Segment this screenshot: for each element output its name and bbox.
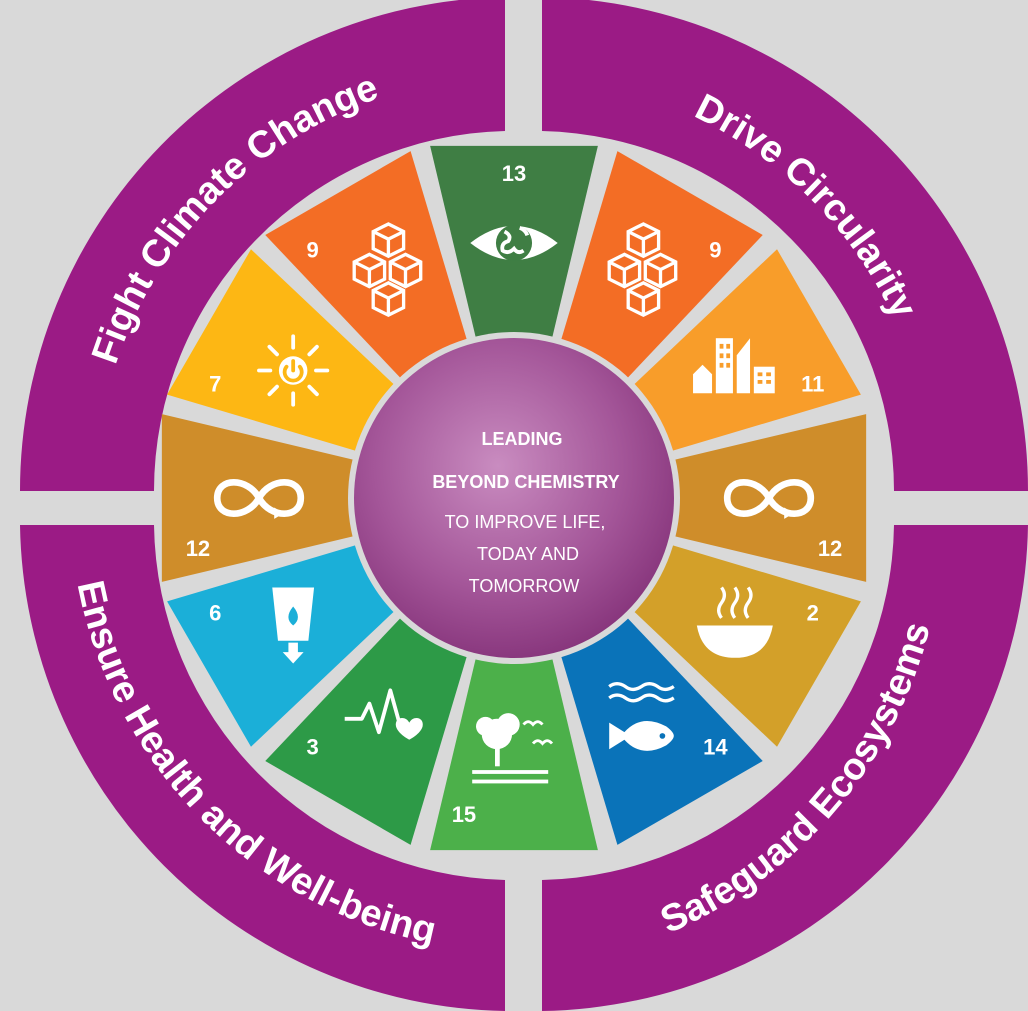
- sdg-segment-fill: [161, 414, 369, 582]
- sdg-segment-13[interactable]: 13: [430, 145, 598, 353]
- center-line-4: TODAY AND: [477, 544, 579, 564]
- center-text: LEADING BEYOND CHEMISTRY TO IMPROVE LIFE…: [432, 429, 619, 596]
- sdg-number-label: 3: [306, 735, 318, 760]
- water-icon: [272, 587, 315, 664]
- sdg-segment-fill: [430, 643, 598, 851]
- sdg-number-label: 13: [502, 161, 526, 186]
- sdg-segment-7[interactable]: 7: [167, 249, 406, 456]
- fish-icon: [608, 682, 675, 751]
- infinity-icon: [213, 479, 305, 519]
- cubes-icon: [352, 222, 423, 318]
- sdg-segment-9[interactable]: 9: [265, 151, 472, 390]
- sdg-segment-3[interactable]: 3: [265, 606, 472, 845]
- sdg-segment-12[interactable]: 12: [659, 414, 867, 582]
- city-icon: [693, 338, 775, 394]
- sun-power-icon: [257, 334, 330, 407]
- sdg-segment-12[interactable]: 12: [161, 414, 369, 582]
- sdg-segment-2[interactable]: 2: [622, 540, 861, 747]
- sdg-number-label: 12: [818, 536, 842, 561]
- ring-quadrant-bottom-right[interactable]: [542, 525, 1028, 1011]
- sdg-segments: 13 9 11 12 2 14 15 3 6 12 7 9: [161, 145, 867, 851]
- sdg-segment-fill: [167, 540, 406, 747]
- sdg-segment-fill: [659, 414, 867, 582]
- sdg-segment-6[interactable]: 6: [167, 540, 406, 747]
- sdg-number-label: 7: [209, 371, 221, 396]
- center-line-2: BEYOND CHEMISTRY: [432, 472, 619, 492]
- sdg-number-label: 15: [452, 802, 476, 827]
- cubes-icon: [607, 222, 678, 318]
- sdg-segment-fill: [265, 606, 472, 845]
- sdg-segment-11[interactable]: 11: [622, 249, 861, 456]
- ring-quadrant-top-right[interactable]: [542, 0, 1028, 491]
- sdg-segment-15[interactable]: 15: [430, 643, 598, 851]
- ring-quadrant-bottom-left[interactable]: [20, 525, 505, 1011]
- sdg-segment-fill: [167, 249, 406, 456]
- eye-earth-icon: [470, 224, 558, 262]
- sdg-segment-9[interactable]: 9: [556, 151, 763, 390]
- center-line-1: LEADING: [482, 429, 563, 449]
- center-line-3: TO IMPROVE LIFE,: [445, 512, 606, 532]
- sdg-segment-14[interactable]: 14: [556, 606, 763, 845]
- sdg-number-label: 14: [703, 735, 728, 760]
- sdg-number-label: 11: [801, 371, 824, 396]
- center-circle: [354, 338, 674, 658]
- heartbeat-icon: [344, 688, 423, 740]
- sdg-number-label: 9: [306, 237, 318, 262]
- infinity-icon: [723, 479, 815, 519]
- sdg-number-label: 12: [186, 536, 210, 561]
- tree-icon: [472, 713, 554, 784]
- sdg-number-label: 9: [709, 237, 721, 262]
- bowl-icon: [696, 586, 773, 658]
- sdg-number-label: 6: [209, 601, 221, 626]
- ring-quadrant-top-left[interactable]: [20, 0, 505, 491]
- sdg-number-label: 2: [807, 601, 819, 626]
- center-line-5: TOMORROW: [469, 576, 580, 596]
- outer-ring: [20, 0, 1028, 1011]
